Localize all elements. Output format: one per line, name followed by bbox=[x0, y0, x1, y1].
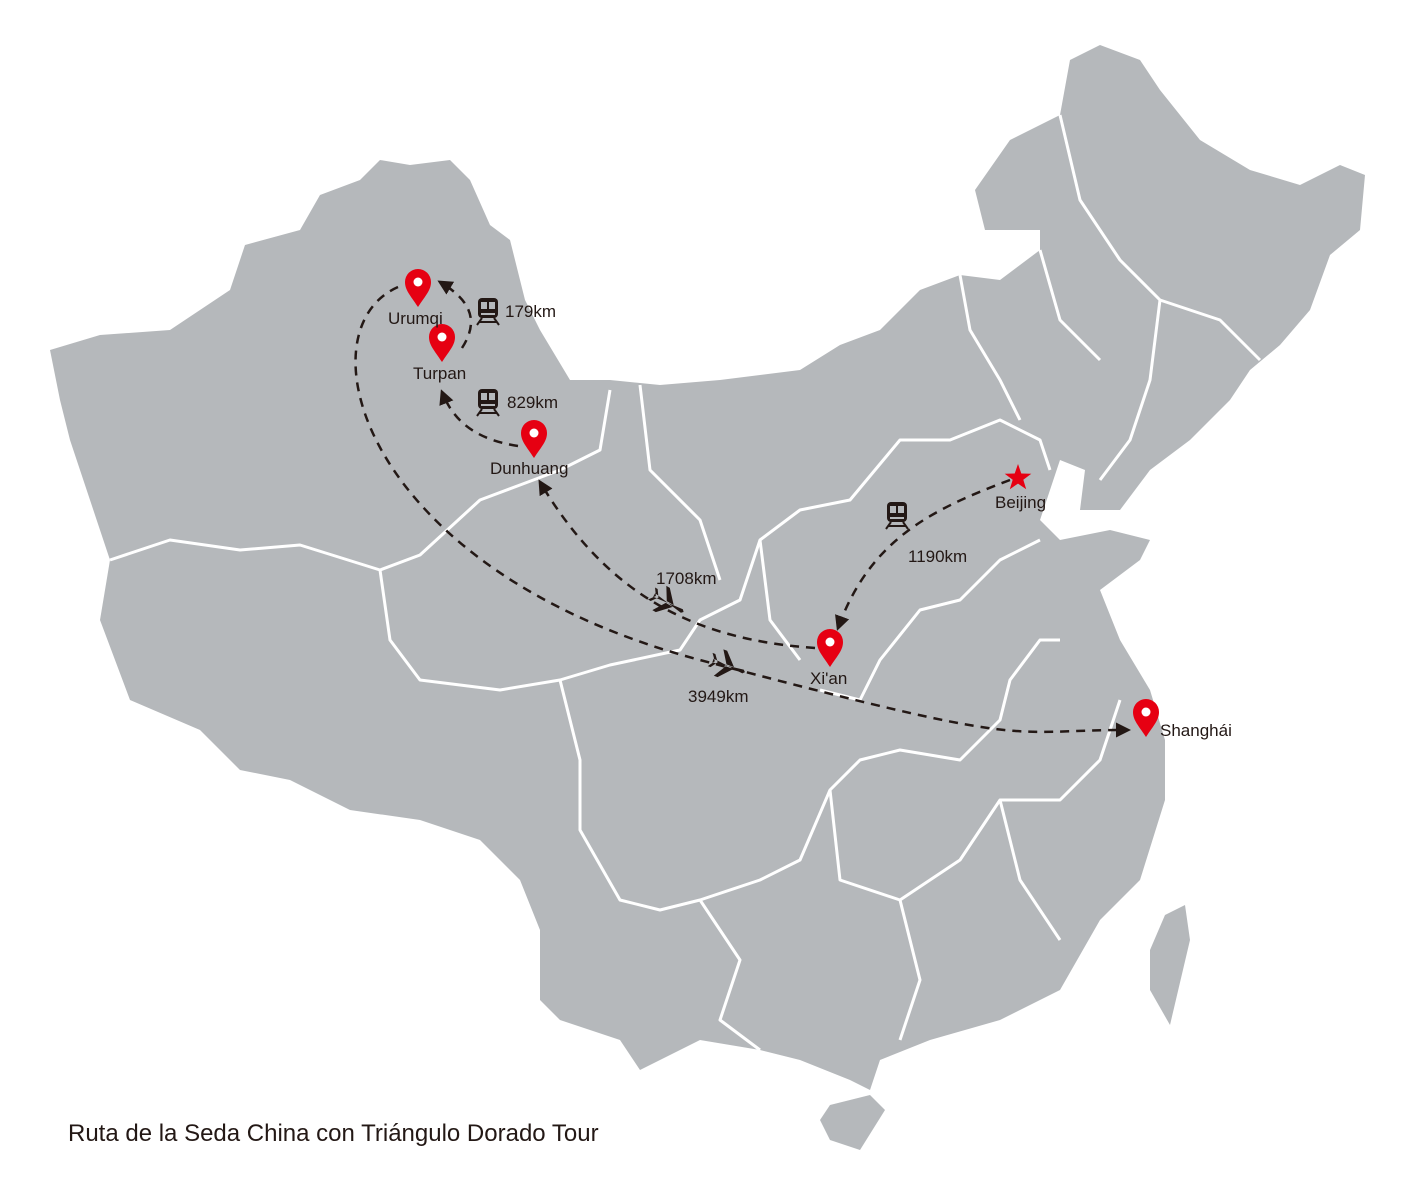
hainan bbox=[820, 1095, 885, 1150]
distance-label: 3949km bbox=[688, 687, 748, 706]
route-turpan-urumqi bbox=[437, 280, 473, 349]
city-label-shanghai: Shanghái bbox=[1160, 721, 1232, 740]
route-urumqi-shanghai bbox=[354, 285, 1131, 738]
city-label-urumqi: Urumqi bbox=[388, 309, 443, 328]
distance-label: 1190km bbox=[908, 547, 967, 566]
city-label-turpan: Turpan bbox=[413, 364, 466, 383]
city-label-dunhuang: Dunhuang bbox=[490, 459, 568, 478]
route-beijing-xian bbox=[835, 478, 1011, 631]
distance-label: 179km bbox=[505, 302, 556, 321]
map-title: Ruta de la Seda China con Triángulo Dora… bbox=[68, 1120, 599, 1147]
city-markers bbox=[405, 269, 1159, 737]
mainland bbox=[50, 45, 1365, 1090]
taiwan bbox=[1150, 905, 1190, 1025]
labels: Urumqi Turpan Dunhuang Xi'an Beijing Sha… bbox=[388, 302, 1232, 740]
land bbox=[50, 45, 1365, 1150]
city-label-xian: Xi'an bbox=[810, 669, 847, 688]
city-label-beijing: Beijing bbox=[995, 493, 1046, 512]
route-dunhuang-turpan bbox=[439, 389, 519, 448]
distance-label: 829km bbox=[507, 393, 558, 412]
distance-label: 1708km bbox=[656, 569, 716, 588]
star-icon bbox=[1004, 464, 1032, 490]
